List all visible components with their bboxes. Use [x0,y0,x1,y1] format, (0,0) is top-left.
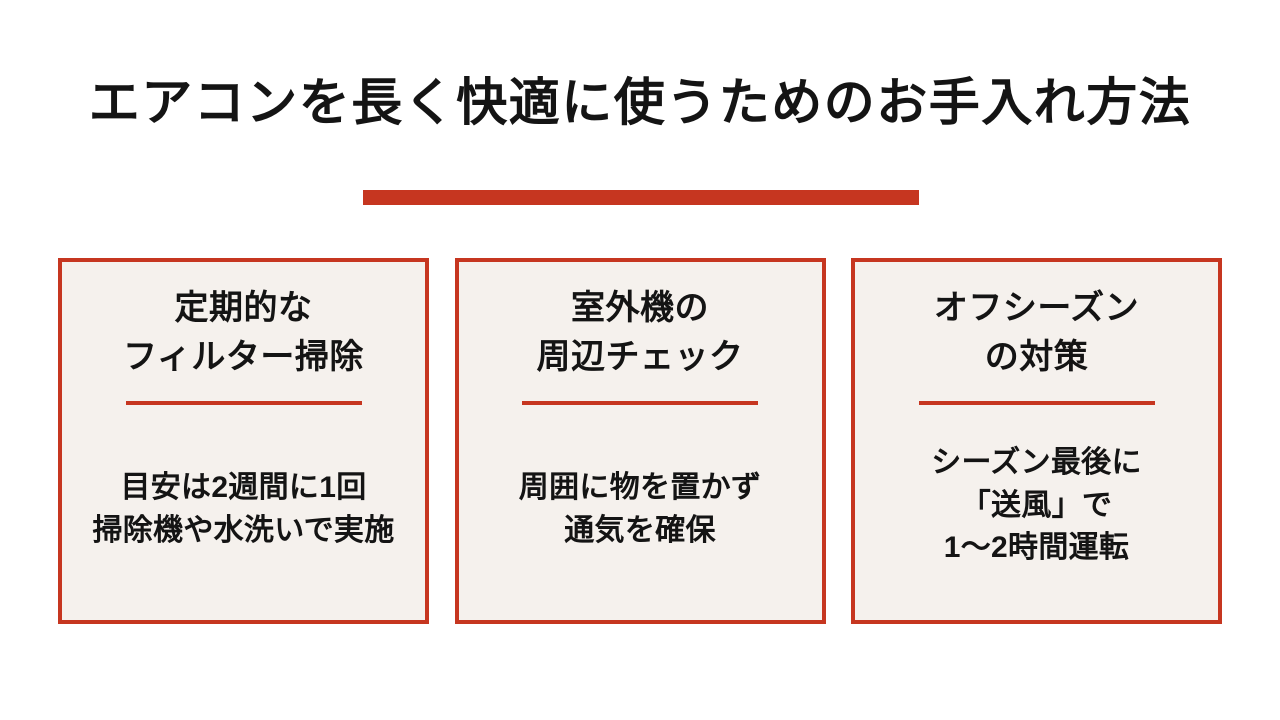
card-body: シーズン最後に 「送風」で 1〜2時間運転 [931,445,1142,565]
title-accent-bar [363,190,919,205]
card-offseason-measures: オフシーズン の対策 シーズン最後に 「送風」で 1〜2時間運転 [851,258,1222,624]
card-heading: オフシーズン の対策 [933,289,1140,376]
card-row: 定期的な フィルター掃除 目安は2週間に1回 掃除機や水洗いで実施 室外機の 周… [58,258,1222,624]
card-heading: 室外機の 周辺チェック [536,289,744,376]
title-block: エアコンを長く快適に使うためのお手入れ方法 [0,74,1280,131]
card-outdoor-unit-check: 室外機の 周辺チェック 周囲に物を置かず 通気を確保 [454,258,826,624]
card-divider [125,400,362,405]
card-filter-cleaning: 定期的な フィルター掃除 目安は2週間に1回 掃除機や水洗いで実施 [58,258,429,624]
card-divider [522,400,758,405]
card-body: 目安は2週間に1回 掃除機や水洗いで実施 [92,470,395,547]
card-body: 周囲に物を置かず 通気を確保 [518,470,762,547]
card-heading: 定期的な フィルター掃除 [123,289,364,376]
page-title: エアコンを長く快適に使うためのお手入れ方法 [88,74,1192,131]
card-divider [918,400,1155,405]
